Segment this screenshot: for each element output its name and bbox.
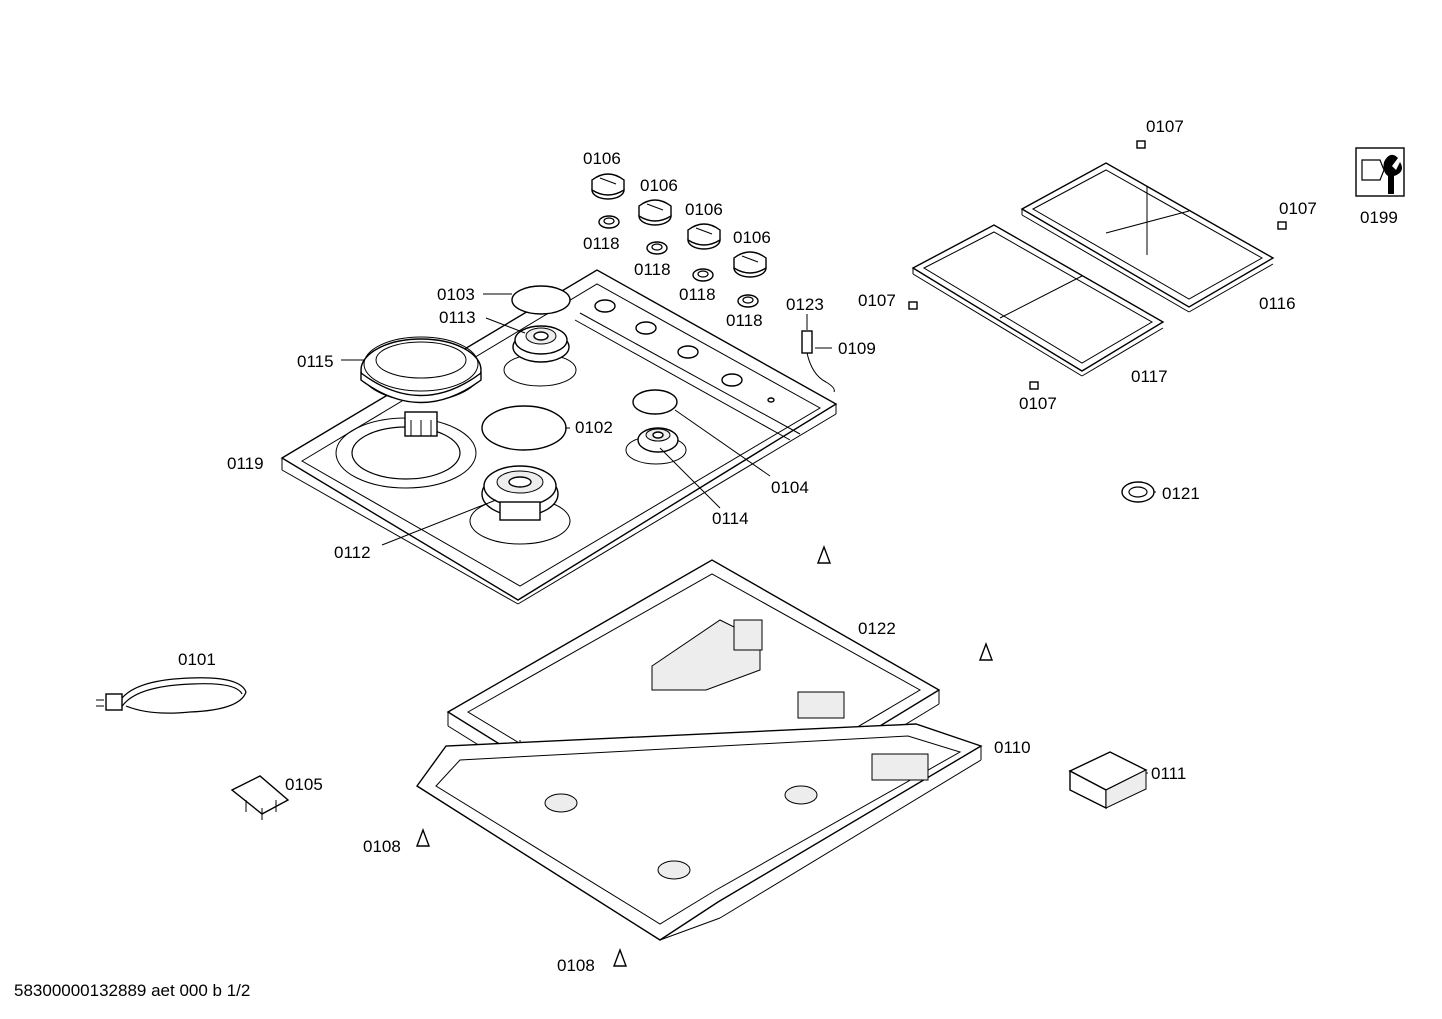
label-0118-c: 0118 bbox=[679, 285, 716, 304]
switch-box bbox=[1068, 751, 1148, 810]
label-0105: 0105 bbox=[285, 775, 323, 794]
hotplate bbox=[360, 336, 482, 437]
label-0109: 0109 bbox=[838, 339, 876, 358]
thermocouple bbox=[801, 330, 835, 393]
label-0107-c: 0107 bbox=[858, 291, 896, 310]
label-0118-b: 0118 bbox=[634, 260, 671, 279]
label-0106-a: 0106 bbox=[583, 149, 621, 168]
label-0103: 0103 bbox=[437, 285, 475, 304]
label-0123: 0123 bbox=[786, 295, 824, 314]
label-0115: 0115 bbox=[297, 352, 334, 371]
label-0107-d: 0107 bbox=[1019, 394, 1057, 413]
part-labels: 0106 0106 0106 0106 0118 0118 0118 0118 … bbox=[178, 117, 1398, 975]
label-0102: 0102 bbox=[575, 418, 613, 437]
label-0111: 0111 bbox=[1151, 764, 1186, 783]
label-0114: 0114 bbox=[712, 509, 749, 528]
burner-large bbox=[481, 405, 567, 521]
label-0122: 0122 bbox=[858, 619, 896, 638]
burner-small-front bbox=[632, 389, 679, 453]
label-0119: 0119 bbox=[227, 454, 264, 473]
label-0107-b: 0107 bbox=[1279, 199, 1317, 218]
document-id: 58300000132889 aet 000 b 1/2 bbox=[14, 981, 251, 1000]
power-cable bbox=[96, 677, 247, 714]
knob-rings bbox=[598, 215, 759, 308]
support-cones bbox=[415, 545, 994, 967]
label-0118-a: 0118 bbox=[583, 234, 620, 253]
leader-lines bbox=[341, 293, 1156, 774]
label-0106-c: 0106 bbox=[685, 200, 723, 219]
wrench-service-icon bbox=[1355, 147, 1405, 197]
label-0101: 0101 bbox=[178, 650, 216, 669]
label-0199: 0199 bbox=[1360, 208, 1398, 227]
label-0104: 0104 bbox=[771, 478, 809, 497]
label-0113: 0113 bbox=[439, 308, 476, 327]
label-0106-d: 0106 bbox=[733, 228, 771, 247]
burner-small-rear bbox=[511, 285, 571, 363]
pan-support-right bbox=[1020, 162, 1275, 313]
label-0110: 0110 bbox=[994, 738, 1031, 757]
label-0106-b: 0106 bbox=[640, 176, 678, 195]
terminal-block bbox=[230, 775, 290, 820]
control-knobs bbox=[591, 173, 767, 278]
label-0108-a: 0108 bbox=[363, 837, 401, 856]
bottom-tray bbox=[415, 723, 983, 941]
rubber-feet bbox=[908, 140, 1287, 390]
label-0112: 0112 bbox=[334, 543, 371, 562]
pan-support-left bbox=[911, 224, 1165, 377]
label-0108-b: 0108 bbox=[557, 956, 595, 975]
label-0118-d: 0118 bbox=[726, 311, 763, 330]
label-0116: 0116 bbox=[1259, 294, 1296, 313]
burner-clip bbox=[1121, 481, 1155, 503]
label-0121: 0121 bbox=[1162, 484, 1200, 503]
label-0117: 0117 bbox=[1131, 367, 1168, 386]
label-0107-a: 0107 bbox=[1146, 117, 1184, 136]
